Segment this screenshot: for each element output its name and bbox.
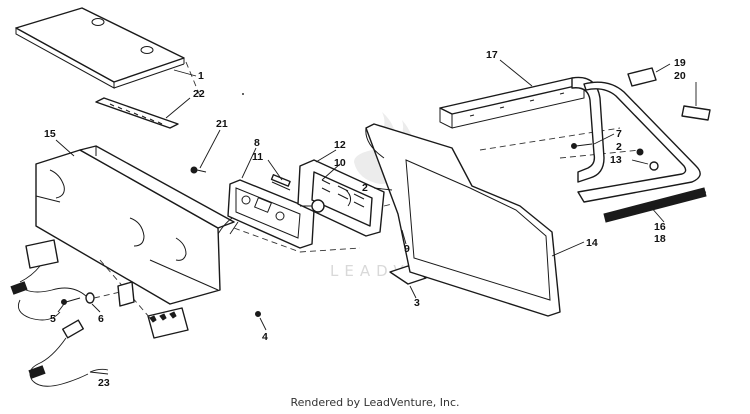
callout-20: 20 — [674, 70, 686, 82]
decal-strip-part-22 — [95, 97, 179, 129]
label-part-19 — [627, 67, 657, 87]
washer-part-13 — [636, 148, 659, 171]
callout-13: 13 — [610, 154, 622, 166]
callout-8: 8 — [254, 137, 260, 149]
housing-part-15 — [35, 145, 235, 305]
callout-3: 3 — [414, 297, 420, 309]
callout-15: 15 — [44, 128, 56, 140]
lamp-bulb-part-10 — [300, 199, 325, 213]
callout-18: 18 — [654, 233, 666, 245]
screw-part-5 — [61, 297, 81, 305]
callout-2-left: 2 — [362, 182, 368, 194]
callout-1: 1 — [198, 70, 204, 82]
tail-lamp-part-12 — [297, 159, 385, 237]
bolt-part-7 — [571, 143, 593, 149]
rear-panel-part-14 — [365, 123, 561, 317]
callout-17: 17 — [486, 49, 498, 61]
callouts: 1 22 15 21 8 11 12 10 2 9 3 4 5 6 23 17 — [44, 49, 697, 389]
lamp-housing-part-8 — [217, 179, 315, 249]
washer-part-6 — [85, 291, 121, 304]
callout-22: 22 — [193, 88, 205, 100]
lower-bracket — [99, 259, 189, 339]
pad-part-3 — [389, 265, 427, 285]
callout-14: 14 — [586, 237, 598, 249]
callout-10: 10 — [334, 157, 346, 169]
label-part-20 — [681, 105, 711, 121]
wiring-harness-part-23 — [10, 239, 109, 387]
screw-part-21 — [190, 166, 207, 174]
callout-23: 23 — [98, 377, 110, 389]
callout-5: 5 — [50, 313, 56, 325]
callout-16: 16 — [654, 221, 666, 233]
stud-part-11 — [270, 174, 291, 191]
cover-plate-part-1 — [15, 7, 185, 89]
footer-credit: Rendered by LeadVenture, Inc. — [290, 396, 460, 409]
frame-rail-part-17 — [439, 76, 701, 203]
callout-9: 9 — [404, 243, 410, 255]
reflector-strip-part-16 — [603, 187, 707, 223]
clip-bracket — [117, 281, 135, 307]
speck — [242, 93, 244, 95]
callout-7: 7 — [616, 128, 622, 140]
callout-12: 12 — [334, 139, 346, 151]
callout-6: 6 — [98, 313, 104, 325]
callout-4: 4 — [262, 331, 268, 343]
callout-21: 21 — [216, 118, 228, 130]
callout-19: 19 — [674, 57, 686, 69]
callout-11: 11 — [252, 151, 263, 163]
callout-2-right: 2 — [616, 141, 622, 153]
